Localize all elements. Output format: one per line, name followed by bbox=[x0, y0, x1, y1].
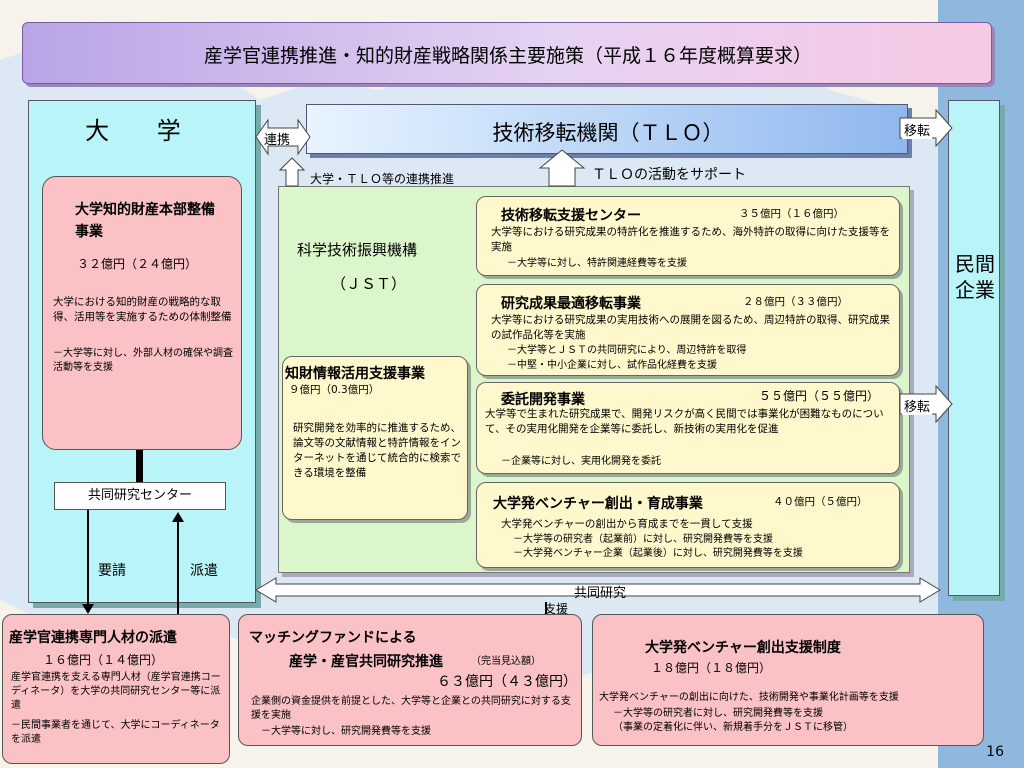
renkei-arrow bbox=[255, 118, 311, 156]
commissioned-dev-amount: ５５億円（５５億円） bbox=[759, 389, 880, 403]
tech-transfer-center-box: 技術移転支援センター ３５億円（１６億円） 大学等における研究成果の特許化を推進… bbox=[476, 196, 900, 276]
jst-abbr: （ＪＳＴ） bbox=[331, 275, 407, 293]
optimal-transfer-box: 研究成果最適移転事業 ２８億円（３３億円） 大学等における研究成果の実用技術への… bbox=[476, 284, 900, 376]
venture-jst-sub2: －大学発ベンチャー企業（起業後）に対し、研究開発費等を支援 bbox=[513, 548, 803, 559]
venture-system-desc: 大学発ベンチャーの創出に向けた、技術開発や事業化計画等を支援 bbox=[599, 692, 899, 703]
matching-box: マッチングファンドによる 産学・産官共同研究推進 （完当見込額） ６３億円（４３… bbox=[238, 614, 582, 746]
venture-system-box: 大学発ベンチャー創出支援制度 １８億円（１８億円） 大学発ベンチャーの創出に向け… bbox=[592, 614, 984, 746]
tlo-box: 技術移転機関（ＴＬＯ） bbox=[306, 104, 908, 154]
shien-label: 支援 bbox=[544, 602, 569, 616]
iten-label-1: 移転 bbox=[902, 120, 933, 139]
matching-title2: 産学・産官共同研究推進 bbox=[289, 654, 443, 670]
page-number: 16 bbox=[986, 744, 1004, 760]
venture-system-title: 大学発ベンチャー創出支援制度 bbox=[645, 640, 841, 656]
private-sector-label: 民間企業 bbox=[955, 252, 995, 302]
venture-system-sub2: （事業の定着化に伴い、新規着手分をＪＳＴに移管） bbox=[613, 722, 853, 733]
title-banner: 産学官連携推進・知的財産戦略関係主要施策（平成１６年度概算要求） bbox=[22, 22, 992, 84]
haken-box-title: 産学官連携専門人材の派遣 bbox=[9, 630, 177, 646]
optimal-transfer-desc: 大学等における研究成果の実用技術への展開を図るため、周辺特許の取得、研究成果の試… bbox=[491, 314, 890, 341]
kyodo-arrow bbox=[255, 577, 941, 603]
univ-tlo-label: 大学・ＴＬＯ等の連携推進 bbox=[310, 172, 455, 186]
matching-sub: －大学等に対し、研究開発費等を支援 bbox=[261, 726, 431, 737]
venture-jst-title: 大学発ベンチャー創出・育成事業 bbox=[493, 496, 703, 512]
connector-bar bbox=[136, 450, 143, 482]
haken-box-sub: －民間事業者を通じて、大学にコーディネータを派遣 bbox=[11, 720, 220, 745]
haken-box: 産学官連携専門人材の派遣 １６億円（１４億円） 産学官連携を支える専門人材（産学… bbox=[2, 614, 230, 764]
tech-transfer-center-title: 技術移転支援センター bbox=[501, 208, 641, 224]
tlo-support-arrow bbox=[538, 149, 586, 187]
optimal-transfer-title: 研究成果最適移転事業 bbox=[501, 296, 641, 312]
ip-hq-sub: －大学等に対し、外部人材の確保や調査活動等を支援 bbox=[53, 348, 233, 373]
renkei-label: 連携 bbox=[264, 133, 291, 148]
matching-amount: ６３億円（４３億円） bbox=[437, 674, 577, 690]
commissioned-dev-box: 委託開発事業 ５５億円（５５億円） 大学等で生まれた研究成果で、開発リスクが高く… bbox=[476, 382, 900, 474]
tech-transfer-center-sub: －大学等に対し、特許関連経費等を支援 bbox=[507, 258, 687, 269]
matching-desc: 企業側の資金提供を前提とした、大学等と企業との共同研究に対する支援を実施 bbox=[251, 696, 571, 721]
chizai-title: 知財情報活用支援事業 bbox=[285, 366, 425, 382]
venture-jst-desc: 大学発ベンチャーの創出から育成までを一貫して支援 bbox=[501, 518, 753, 530]
private-sector-panel: 民間企業 bbox=[948, 100, 1000, 596]
haken-label: 派遣 bbox=[190, 563, 218, 579]
tech-transfer-center-desc: 大学等における研究成果の特許化を推進するため、海外特許の取得に向けた支援等を実施 bbox=[491, 226, 890, 253]
commissioned-dev-title: 委託開発事業 bbox=[501, 392, 585, 408]
venture-jst-amount: ４０億円（５億円） bbox=[773, 496, 868, 508]
yousei-arrowhead bbox=[82, 604, 94, 614]
yousei-label: 要請 bbox=[98, 563, 126, 579]
matching-title1: マッチングファンドによる bbox=[249, 630, 417, 646]
ip-hq-title: 大学知的財産本部整備事業 bbox=[75, 202, 215, 240]
venture-jst-sub1: －大学等の研究者（起業前）に対し、研究開発費等を支援 bbox=[513, 534, 773, 545]
tlo-support-label: ＴＬＯの活動をサポート bbox=[592, 167, 746, 183]
chizai-desc: 研究開発を効率的に推進するため、論文等の文献情報と特許情報をインターネットを通じ… bbox=[293, 422, 461, 479]
commissioned-dev-desc: 大学等で生まれた研究成果で、開発リスクが高く民間では事業化が困難なものについて、… bbox=[485, 408, 884, 435]
optimal-transfer-sub2: －中堅・中小企業に対し、試作品化経費を支援 bbox=[507, 360, 717, 371]
ip-hq-desc: 大学における知的財産の戦略的な取得、活用等を実施するための体制整備 bbox=[53, 296, 232, 323]
venture-jst-box: 大学発ベンチャー創出・育成事業 ４０億円（５億円） 大学発ベンチャーの創出から育… bbox=[476, 482, 900, 568]
iten-label-2: 移転 bbox=[902, 396, 933, 415]
kyodo-label: 共同研究 bbox=[574, 586, 627, 601]
chizai-box: 知財情報活用支援事業 ９億円（0.3億円） 研究開発を効率的に推進するため、論文… bbox=[282, 356, 468, 520]
commissioned-dev-sub: －企業等に対し、実用化開発を委託 bbox=[501, 456, 661, 467]
venture-system-amount: １８億円（１８億円） bbox=[651, 661, 772, 675]
haken-box-amount: １６億円（１４億円） bbox=[43, 653, 164, 667]
jst-name: 科学技術振興機構 bbox=[297, 241, 418, 259]
university-label: 大 学 bbox=[85, 117, 201, 145]
univ-tlo-arrow bbox=[278, 157, 306, 187]
tlo-label: 技術移転機関（ＴＬＯ） bbox=[492, 121, 724, 145]
ip-hq-amount: ３２億円（２４億円） bbox=[77, 257, 198, 271]
tech-transfer-center-amount: ３５億円（１６億円） bbox=[739, 208, 844, 220]
joint-research-center: 共同研究センター bbox=[54, 482, 226, 510]
venture-system-sub1: －大学等の研究者に対し、研究開発費等を支援 bbox=[613, 708, 823, 719]
haken-arrowhead bbox=[172, 512, 184, 522]
optimal-transfer-amount: ２８億円（３３億円） bbox=[743, 296, 848, 308]
chizai-amount: ９億円（0.3億円） bbox=[289, 384, 380, 396]
ip-hq-box: 大学知的財産本部整備事業 ３２億円（２４億円） 大学における知的財産の戦略的な取… bbox=[42, 176, 242, 450]
matching-note: （完当見込額） bbox=[471, 656, 541, 667]
haken-box-desc: 産学官連携を支える専門人材（産学官連携コーディネータ）を大学の共同研究センター等… bbox=[11, 672, 221, 711]
page-title: 産学官連携推進・知的財産戦略関係主要施策（平成１６年度概算要求） bbox=[203, 45, 812, 67]
optimal-transfer-sub1: －大学等とＪＳＴの共同研究により、周辺特許を取得 bbox=[507, 345, 747, 356]
